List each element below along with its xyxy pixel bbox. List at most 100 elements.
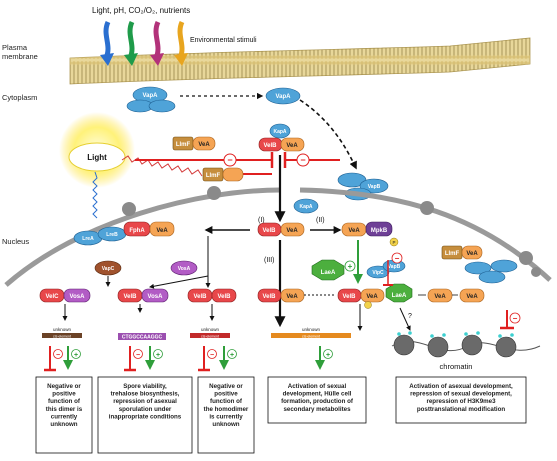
- svg-text:VelB: VelB: [262, 228, 276, 234]
- svg-text:+: +: [74, 352, 78, 359]
- svg-text:VapA: VapA: [142, 93, 158, 99]
- svg-text:−: −: [210, 352, 214, 359]
- roman-ii: (II): [316, 217, 325, 224]
- svg-text:CTGGCCAAGGC: CTGGCCAAGGC: [122, 335, 163, 341]
- svg-text:+: +: [348, 262, 353, 271]
- svg-text:VelB: VelB: [193, 294, 207, 300]
- svg-text:unknown: unknown: [201, 327, 220, 332]
- svg-text:VosA: VosA: [178, 266, 191, 272]
- svg-text:VapB: VapB: [368, 184, 381, 190]
- right-cluster: LlmF VeA VeA VeA: [427, 245, 518, 303]
- vapC-node: VapC: [94, 260, 122, 276]
- promoter-1: unknown cis-element: [42, 327, 82, 339]
- svg-text:FphA: FphA: [129, 228, 145, 234]
- svg-text:−: −: [300, 155, 305, 165]
- svg-text:VeA: VeA: [286, 143, 298, 149]
- cytoplasm-label: Cytoplasm: [2, 93, 37, 102]
- svg-text:−: −: [395, 254, 400, 263]
- velB-velB: VelB VelB: [187, 288, 237, 303]
- velB-vosA: VelB VosA: [117, 288, 169, 303]
- svg-text:−: −: [56, 352, 60, 359]
- plasma-membrane: [69, 37, 531, 85]
- env-stimuli-label: Environmental stimuli: [190, 37, 257, 44]
- velB-veA-laeA: VelB VeA LaeA: [337, 283, 413, 309]
- svg-text:LaeA: LaeA: [321, 270, 336, 276]
- chromatin: chromatin: [391, 331, 541, 371]
- velB-veA-kapA: KapA VelB VeA: [258, 123, 305, 152]
- outcome-box-5: Activation of asexual development,repres…: [395, 376, 527, 424]
- svg-text:−: −: [136, 352, 140, 359]
- svg-text:unknown: unknown: [53, 327, 72, 332]
- svg-text:VeA: VeA: [286, 294, 298, 300]
- svg-text:VeA: VeA: [466, 294, 478, 300]
- svg-text:VelB: VelB: [262, 294, 276, 300]
- svg-text:VeA: VeA: [366, 294, 378, 300]
- svg-text:VelB: VelB: [263, 143, 277, 149]
- chromatin-label: chromatin: [440, 362, 473, 371]
- svg-text:MpkB: MpkB: [371, 228, 388, 234]
- velB-veA-center: VelB VeA: [257, 222, 305, 237]
- promoter-2: CTGGCCAAGGC: [118, 333, 166, 341]
- svg-text:VapA: VapA: [275, 94, 291, 100]
- svg-text:VosA: VosA: [70, 294, 86, 300]
- svg-text:VeA: VeA: [286, 228, 298, 234]
- membrane-label-2: membrane: [2, 52, 38, 61]
- svg-text:LaeA: LaeA: [392, 293, 407, 299]
- vosA-node: VosA: [170, 260, 198, 276]
- svg-text:P: P: [392, 240, 395, 245]
- svg-text:VeA: VeA: [348, 228, 360, 234]
- velB-veA-iii: VelB VeA: [257, 288, 305, 303]
- svg-text:VipC: VipC: [372, 270, 384, 276]
- svg-text:VapB: VapB: [388, 264, 401, 270]
- fphA-veA: LreA LreB FphA VeA: [73, 221, 175, 246]
- light-source: Light: [59, 112, 135, 188]
- light-label: Light: [87, 153, 107, 162]
- svg-text:KapA: KapA: [299, 204, 312, 210]
- kapA-center: KapA: [293, 198, 319, 214]
- svg-text:?: ?: [408, 313, 412, 320]
- svg-text:−: −: [513, 314, 518, 323]
- svg-text:+: +: [156, 352, 160, 359]
- svg-text:LreA: LreA: [82, 236, 94, 242]
- svg-text:LreB: LreB: [106, 232, 118, 238]
- svg-text:VosA: VosA: [148, 294, 164, 300]
- svg-text:LlmF: LlmF: [206, 173, 221, 179]
- outcome-box-2: Spore viability,trehalose biosynthesis,r…: [97, 376, 193, 454]
- svg-text:unknown: unknown: [302, 327, 321, 332]
- svg-text:VeA: VeA: [156, 228, 168, 234]
- svg-text:VelB: VelB: [217, 294, 231, 300]
- svg-text:−: −: [227, 155, 232, 165]
- svg-text:LlmF: LlmF: [176, 142, 191, 148]
- svg-text:VeA: VeA: [466, 251, 478, 257]
- reg-markers: − + − + − + +: [44, 346, 333, 372]
- svg-text:VeA: VeA: [198, 142, 210, 148]
- svg-text:LlmF: LlmF: [445, 251, 460, 257]
- svg-text:VapC: VapC: [102, 266, 115, 272]
- svg-text:VeA: VeA: [434, 294, 446, 300]
- veA-mpkB: VeA MpkB P: [341, 221, 399, 247]
- nucleus-label: Nucleus: [2, 237, 29, 246]
- svg-text:cis-element: cis-element: [53, 335, 71, 339]
- membrane-label: Plasma: [2, 43, 28, 52]
- outcome-text-2: Spore viability,trehalose biosynthesis,r…: [109, 383, 182, 420]
- svg-text:KapA: KapA: [273, 129, 286, 135]
- outcome-text-5: Activation of asexual development,repres…: [409, 383, 513, 413]
- stimuli-label: Light, pH, CO₂/O₂, nutrients: [92, 6, 190, 15]
- svg-text:cis-element: cis-element: [201, 335, 219, 339]
- svg-text:VelB: VelB: [342, 294, 356, 300]
- svg-text:VelC: VelC: [45, 294, 59, 300]
- llmF-veA-mid: LlmF: [202, 167, 244, 182]
- nuclear-envelope: [4, 186, 552, 287]
- svg-text:VelB: VelB: [123, 294, 137, 300]
- svg-text:cis-element: cis-element: [302, 335, 320, 339]
- llmF-veA-top: LlmF VeA: [172, 136, 216, 151]
- vap-complex-left: VapA: [126, 86, 176, 113]
- velC-vosA: VelC VosA: [39, 288, 91, 303]
